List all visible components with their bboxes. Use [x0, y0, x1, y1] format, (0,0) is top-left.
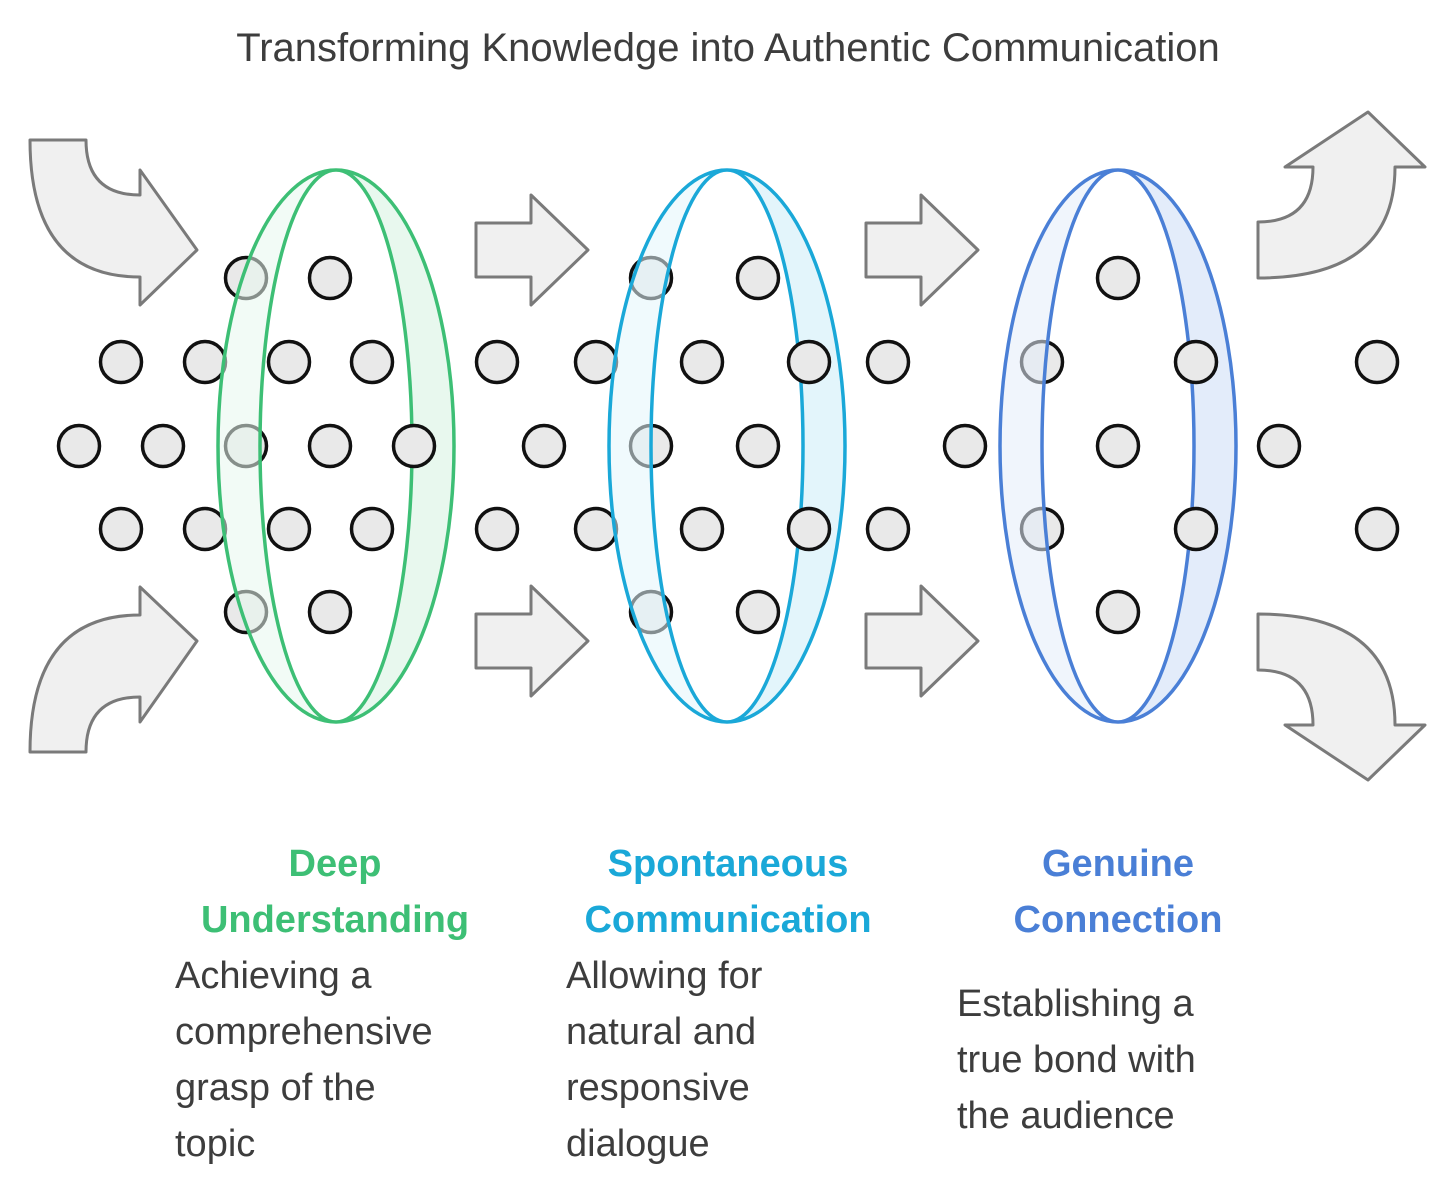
particle-dot-icon: [391, 423, 437, 469]
particle-dot-icon: [786, 506, 832, 552]
particle-dot-icon: [1173, 339, 1219, 385]
flow-arrow-icon: [864, 193, 980, 307]
particle-dot-icon: [1256, 423, 1302, 469]
particle-dot-icon: [266, 339, 312, 385]
stage-3-description: Establishing a true bond with the audien…: [957, 983, 1196, 1137]
particle-dot-icon: [56, 423, 102, 469]
particle-dot-icon: [679, 506, 725, 552]
particle-dot-icon: [1095, 589, 1141, 635]
flow-arrow-icon: [474, 584, 590, 698]
particle-dot-icon: [735, 589, 781, 635]
particle-dot-icon: [349, 339, 395, 385]
particle-dot-icon: [98, 339, 144, 385]
particle-dot-icon: [735, 255, 781, 301]
particle-dot-icon: [349, 506, 395, 552]
curved-input-arrow-bottom-icon: [28, 585, 199, 754]
particle-dot-icon: [942, 423, 988, 469]
page-title: Transforming Knowledge into Authentic Co…: [236, 26, 1220, 70]
flow-diagram: [28, 110, 1427, 782]
flow-arrow-icon: [864, 584, 980, 698]
ring-deep-understanding-front: [216, 168, 337, 724]
curved-output-arrow-top-icon: [1256, 110, 1427, 280]
stage-1-description: Achieving a comprehensive grasp of the t…: [175, 955, 433, 1165]
particle-dot-icon: [1354, 339, 1400, 385]
curved-input-arrow-top-icon: [28, 138, 199, 307]
particle-dot-icon: [182, 506, 228, 552]
particle-dot-icon: [98, 506, 144, 552]
particle-dot-icon: [1173, 506, 1219, 552]
particle-dot-icon: [573, 506, 619, 552]
ring-genuine-connection-front: [998, 168, 1119, 724]
stage-2-description: Allowing for natural and responsive dial…: [566, 955, 763, 1165]
particle-dot-icon: [865, 339, 911, 385]
stage-1-title: Deep Understanding: [200, 843, 470, 941]
particle-dot-icon: [307, 423, 353, 469]
curved-output-arrow-bottom-icon: [1256, 612, 1427, 782]
particle-dot-icon: [474, 339, 520, 385]
particle-dot-icon: [1354, 506, 1400, 552]
particle-dot-icon: [140, 423, 186, 469]
particle-dot-icon: [865, 506, 911, 552]
particle-dot-icon: [1095, 255, 1141, 301]
particle-dot-icon: [1095, 423, 1141, 469]
particle-dot-icon: [307, 589, 353, 635]
stage-3-title: Genuine Connection: [1013, 843, 1223, 941]
particle-dot-icon: [307, 255, 353, 301]
flow-arrow-icon: [474, 193, 590, 307]
particle-dot-icon: [266, 506, 312, 552]
ring-spontaneous-communication-front: [607, 168, 728, 724]
particle-dot-icon: [474, 506, 520, 552]
particle-dot-icon: [786, 339, 832, 385]
particle-dot-icon: [521, 423, 567, 469]
particle-dot-icon: [679, 339, 725, 385]
particle-dot-icon: [182, 339, 228, 385]
particle-dot-icon: [735, 423, 781, 469]
particle-dot-icon: [573, 339, 619, 385]
stage-2-title: Spontaneous Communication: [584, 843, 872, 941]
